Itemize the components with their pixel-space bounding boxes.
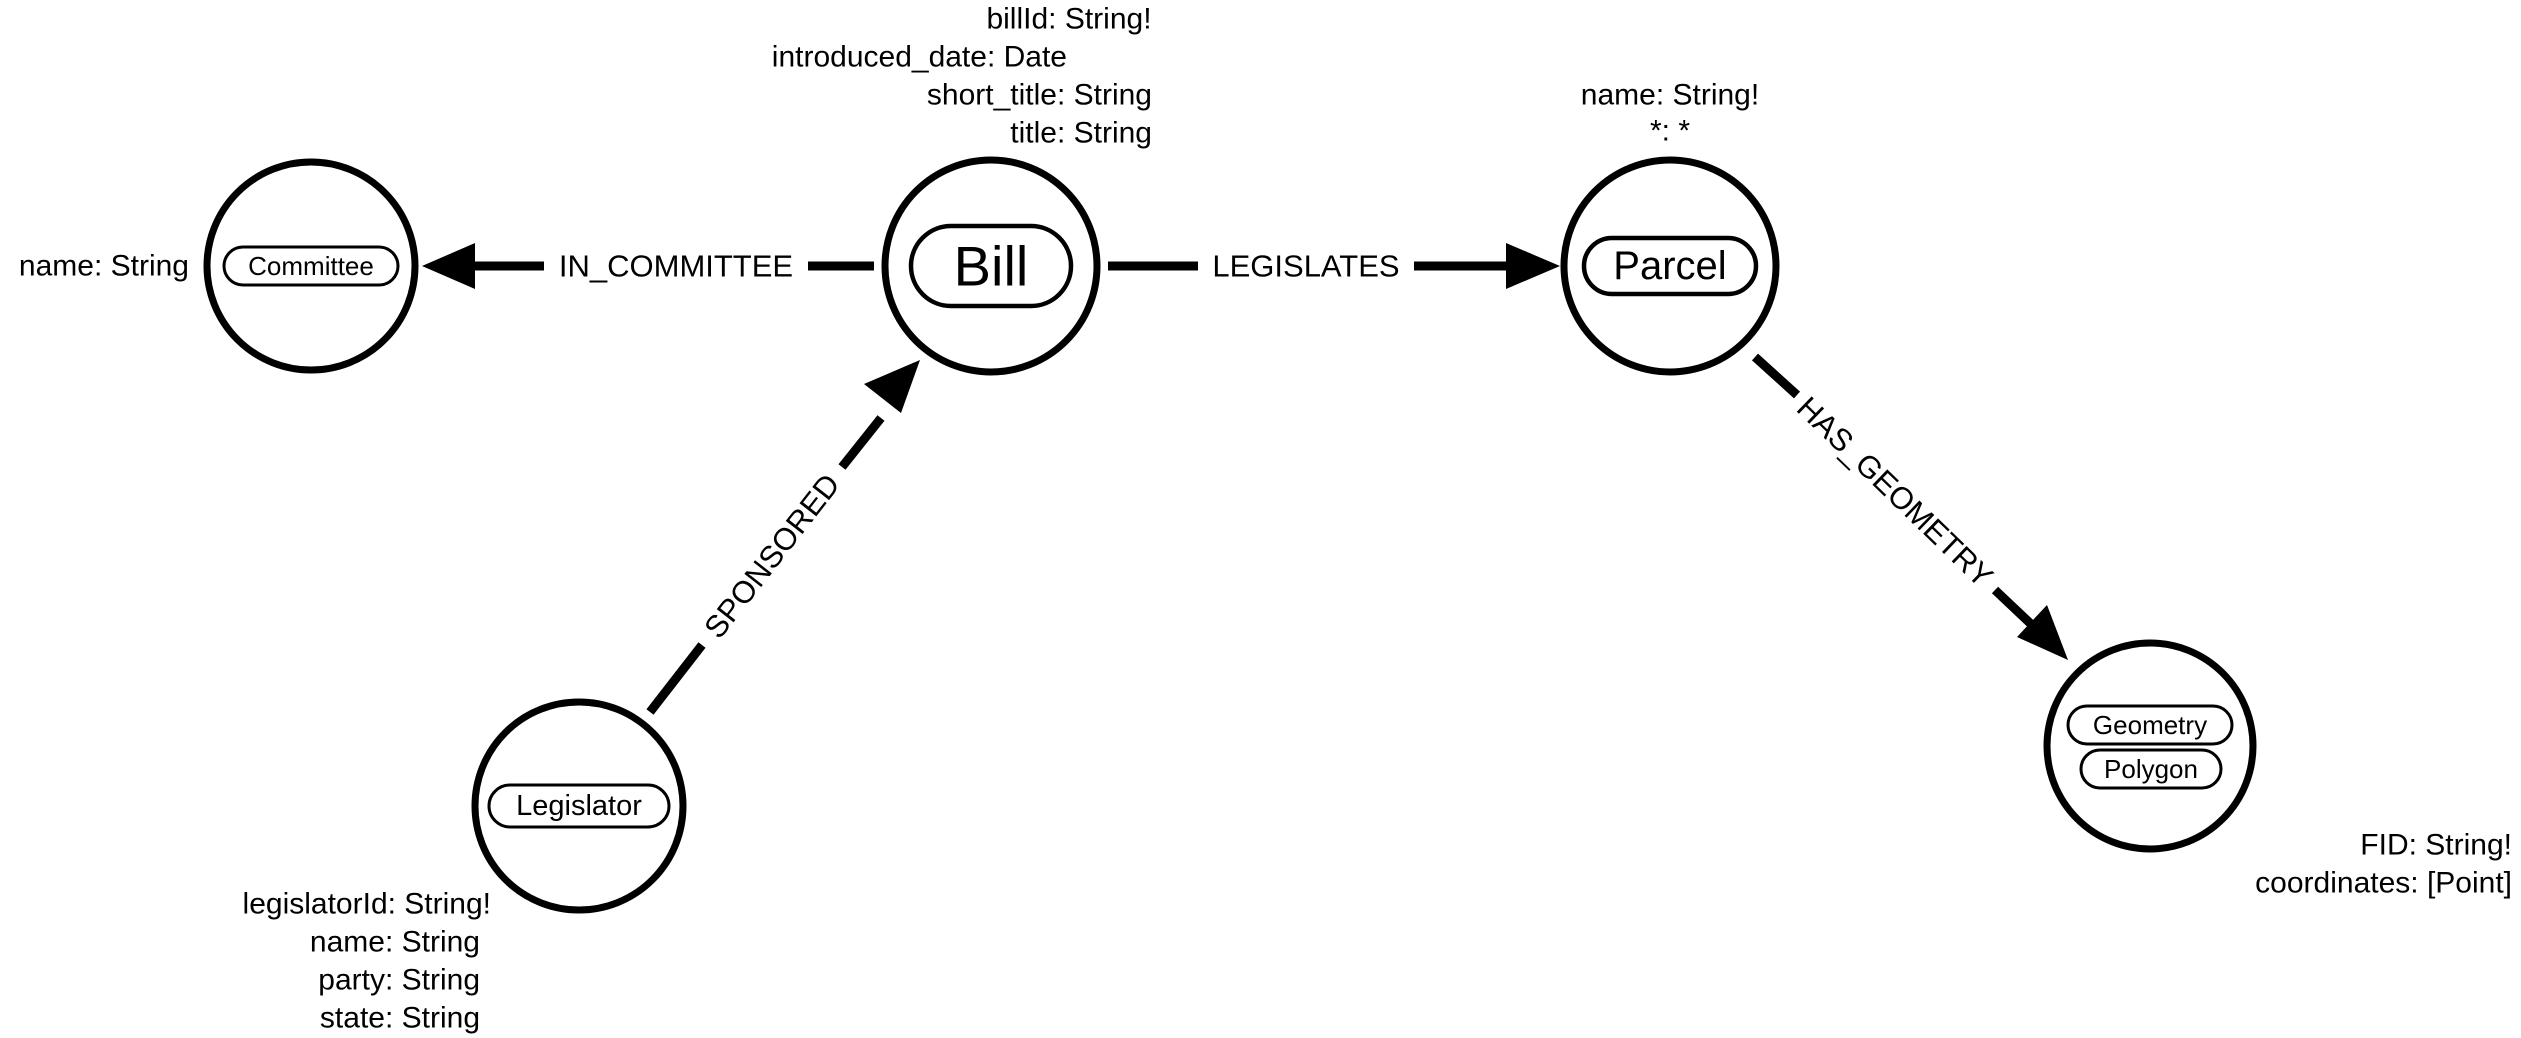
edge-has-geometry-arrowhead <box>2017 605 2068 660</box>
edge-has-geometry-label: HAS_GEOMETRY <box>1790 390 2000 594</box>
node-legislator-label: Legislator <box>516 790 642 822</box>
node-legislator-property: party: String <box>318 964 480 997</box>
node-committee[interactable]: Committee name: String <box>19 158 419 374</box>
edge-legislates[interactable]: LEGISLATES <box>1108 243 1560 289</box>
node-parcel-label: Parcel <box>1613 244 1726 288</box>
node-legislator-label-pill <box>487 783 671 829</box>
node-geometry-circle <box>2043 639 2257 853</box>
node-committee-label: Committee <box>248 251 374 281</box>
node-legislator[interactable]: Legislator legislatorId: String! name: S… <box>243 698 687 1035</box>
node-committee-property: name: String <box>19 250 189 283</box>
node-bill-label-pill <box>908 223 1074 309</box>
node-geometry-property: FID: String! <box>2360 829 2512 862</box>
node-bill-property: billId: String! <box>986 3 1151 36</box>
edge-sponsored-arrowhead <box>864 360 920 413</box>
node-parcel-label-pill <box>1581 235 1759 297</box>
node-bill[interactable]: Bill billId: String! introduced_date: Da… <box>772 3 1152 376</box>
edge-in-committee[interactable]: IN_COMMITTEE <box>422 243 874 289</box>
edge-in-committee-label: IN_COMMITTEE <box>559 249 793 284</box>
edge-has-geometry-line <box>1991 586 2036 629</box>
node-geometry-label: Geometry <box>2093 710 2207 740</box>
node-geometry-label-pill <box>2066 704 2234 746</box>
node-parcel-property: *: * <box>1650 115 1690 148</box>
edge-sponsored-label: SPONSORED <box>697 467 847 645</box>
edge-has-geometry-line <box>1751 353 1801 399</box>
edge-has-geometry[interactable]: HAS_GEOMETRY <box>1751 353 2068 660</box>
node-parcel-property: name: String! <box>1581 79 1759 112</box>
edge-sponsored-line <box>646 642 706 715</box>
node-legislator-property: state: String <box>320 1002 480 1035</box>
node-bill-property: title: String <box>1010 117 1152 150</box>
node-geometry[interactable]: Geometry Polygon FID: String! coordinate… <box>2043 639 2512 900</box>
node-legislator-property: name: String <box>310 926 480 959</box>
node-geometry-property: coordinates: [Point] <box>2255 867 2512 900</box>
edge-in-committee-arrowhead <box>422 243 475 289</box>
edge-legislates-label: LEGISLATES <box>1212 249 1399 284</box>
edge-sponsored[interactable]: SPONSORED <box>646 360 920 715</box>
node-bill-label: Bill <box>954 235 1029 298</box>
edge-legislates-arrowhead <box>1506 243 1560 289</box>
node-polygon-label: Polygon <box>2104 754 2198 784</box>
node-polygon-label-pill <box>2079 748 2223 790</box>
node-bill-property: short_title: String <box>927 79 1152 112</box>
node-bill-property: introduced_date: Date <box>772 41 1067 74</box>
node-committee-label-pill <box>222 245 400 287</box>
node-legislator-property: legislatorId: String! <box>243 888 491 921</box>
edge-sponsored-line <box>838 415 885 470</box>
node-parcel[interactable]: Parcel name: String! *: * <box>1560 79 1780 376</box>
